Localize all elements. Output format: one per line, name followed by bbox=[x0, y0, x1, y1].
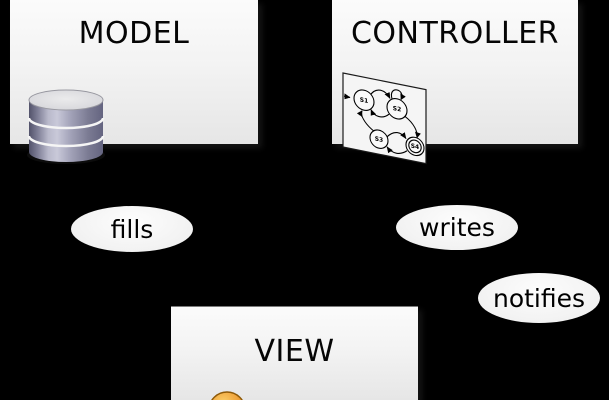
state-label: S4 bbox=[411, 143, 419, 152]
transition-s2-loop bbox=[390, 89, 406, 101]
database-top-face bbox=[28, 89, 104, 111]
database-body bbox=[29, 100, 103, 162]
edge-label-notifies: notifies bbox=[478, 273, 600, 323]
transition-s2-s4 bbox=[404, 115, 421, 139]
transition-s4-s3 bbox=[386, 146, 408, 154]
edge-label-text: writes bbox=[419, 213, 495, 242]
edge-label-fills: fills bbox=[71, 206, 193, 252]
transition-s3-s4 bbox=[386, 132, 407, 140]
state-node-s1 bbox=[353, 89, 375, 111]
state-label: S2 bbox=[393, 105, 401, 114]
state-node-s4-inner-ring bbox=[408, 139, 422, 154]
view-title: VIEW bbox=[254, 334, 335, 369]
smiley-face-icon bbox=[211, 391, 243, 400]
transition-s1-s2 bbox=[369, 89, 391, 99]
view-node: VIEW bbox=[171, 306, 418, 400]
model-title: MODEL bbox=[78, 16, 190, 51]
state-node-s3 bbox=[369, 129, 389, 149]
edge-label-writes: writes bbox=[396, 205, 518, 250]
state-machine-icon: S1 S2 S3 S4 bbox=[342, 72, 427, 165]
start-arrow bbox=[344, 93, 351, 100]
smiley-face-head bbox=[211, 391, 243, 400]
transition-s2-s1 bbox=[370, 109, 390, 118]
controller-title: CONTROLLER bbox=[350, 16, 559, 51]
transition-s3-s1 bbox=[356, 110, 375, 132]
database-separator bbox=[27, 117, 105, 130]
edge-label-text: fills bbox=[110, 214, 154, 244]
state-label: S3 bbox=[375, 135, 383, 144]
state-node-s2 bbox=[386, 98, 408, 120]
database-separator bbox=[27, 135, 105, 148]
edge-label-text: notifies bbox=[492, 283, 586, 313]
database-icon bbox=[27, 89, 105, 164]
state-label: S1 bbox=[360, 96, 368, 105]
